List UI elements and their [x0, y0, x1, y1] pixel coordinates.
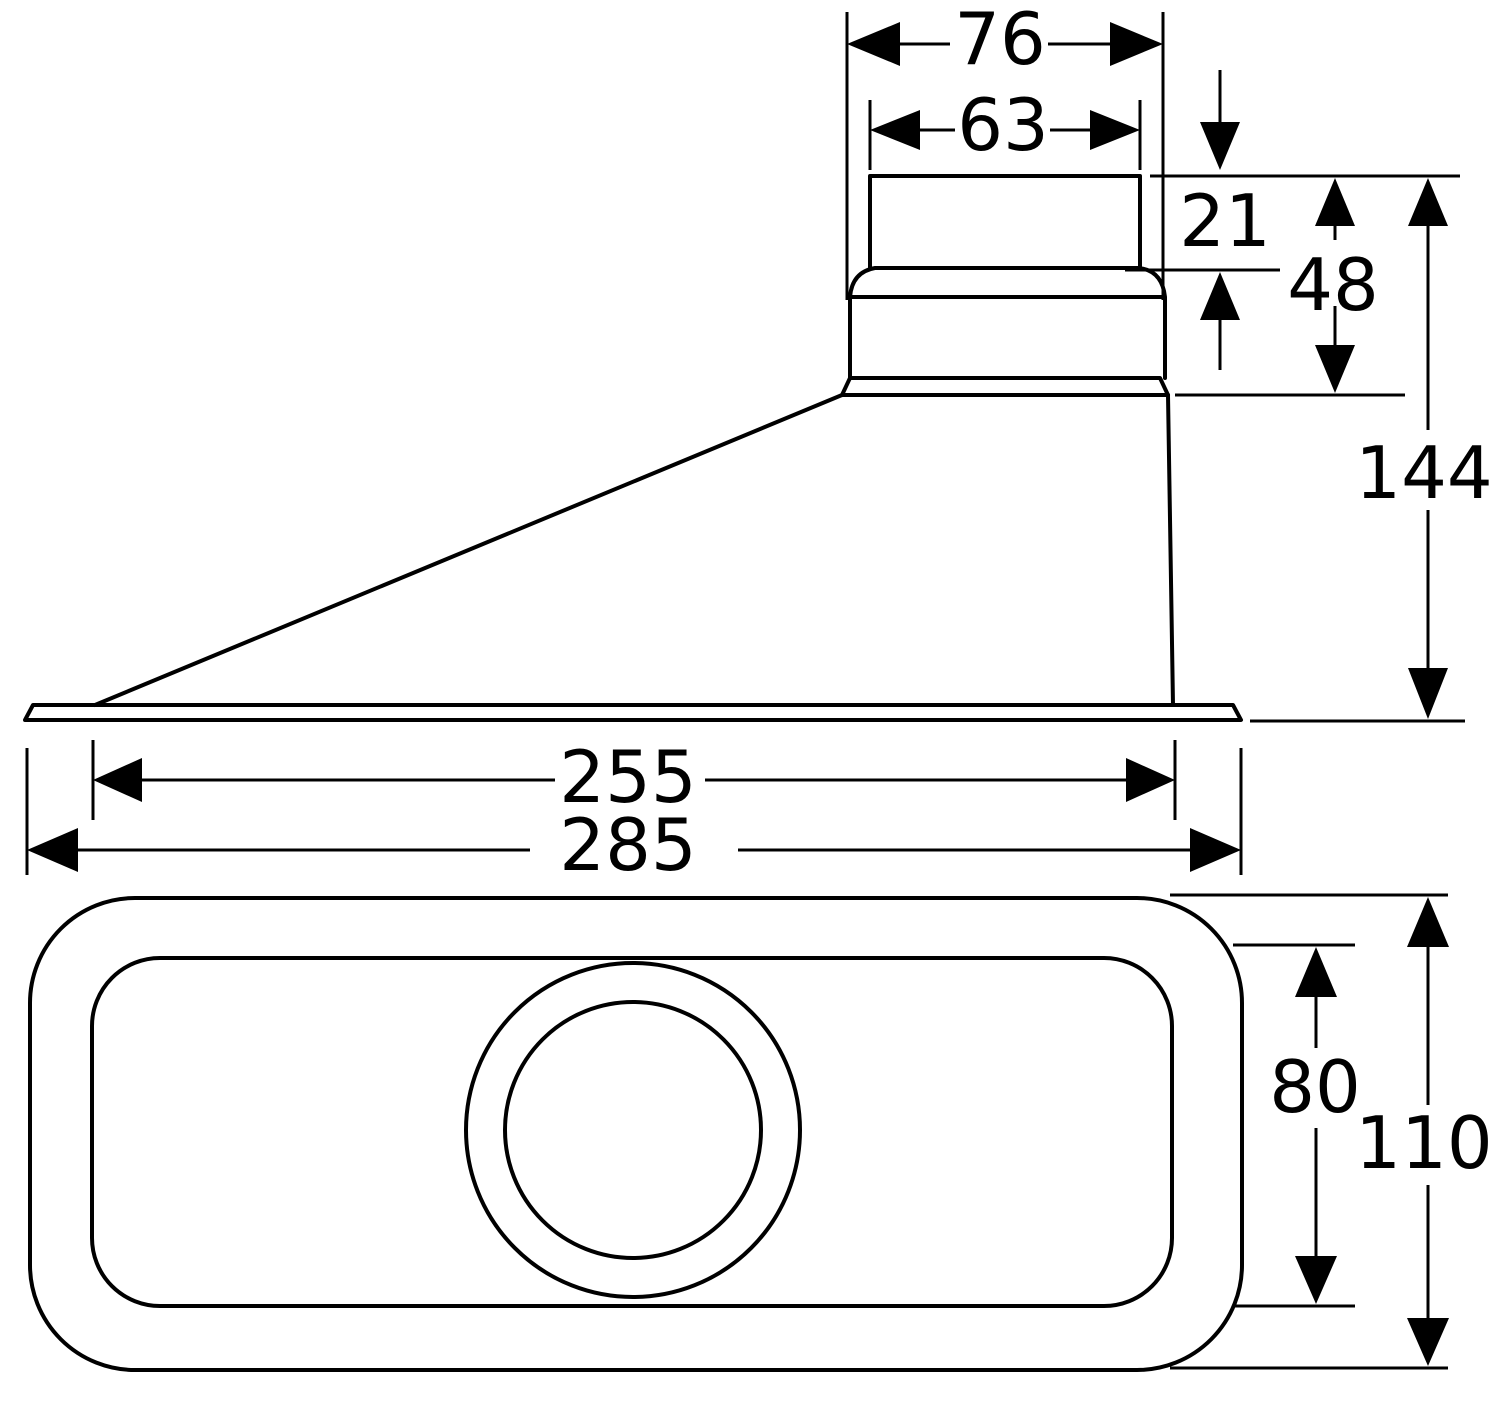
dimension-80: 80 [1233, 943, 1361, 1308]
inner-body-outline [90, 956, 1174, 1308]
top-view [28, 896, 1244, 1372]
label-110: 110 [1355, 1101, 1492, 1185]
outlet-inner-circle [503, 1000, 763, 1260]
dimension-63: 63 [868, 83, 1142, 170]
outer-flange-outline [28, 896, 1244, 1372]
label-255: 255 [559, 735, 696, 819]
side-view [23, 174, 1243, 722]
outlet-lower [848, 266, 1167, 380]
dimension-76: 76 [845, 0, 1165, 300]
dimension-285: 285 [25, 748, 1243, 887]
dimension-21: 21 [1125, 70, 1300, 370]
body-collar [840, 376, 1170, 397]
label-48: 48 [1287, 243, 1379, 327]
sloped-body [93, 393, 1175, 707]
dimension-144: 144 [1250, 178, 1493, 723]
dimension-110: 110 [1170, 893, 1493, 1370]
label-144: 144 [1355, 431, 1492, 515]
label-21: 21 [1179, 179, 1271, 263]
dimension-255: 255 [91, 735, 1177, 820]
label-80: 80 [1269, 1045, 1361, 1129]
label-63: 63 [957, 83, 1049, 167]
label-285: 285 [559, 803, 696, 887]
base-flange [23, 703, 1243, 722]
outlet-outer-circle [464, 961, 802, 1299]
label-76: 76 [954, 0, 1046, 81]
outlet-spigot [868, 174, 1142, 270]
dimension-48: 48 [1175, 174, 1460, 397]
